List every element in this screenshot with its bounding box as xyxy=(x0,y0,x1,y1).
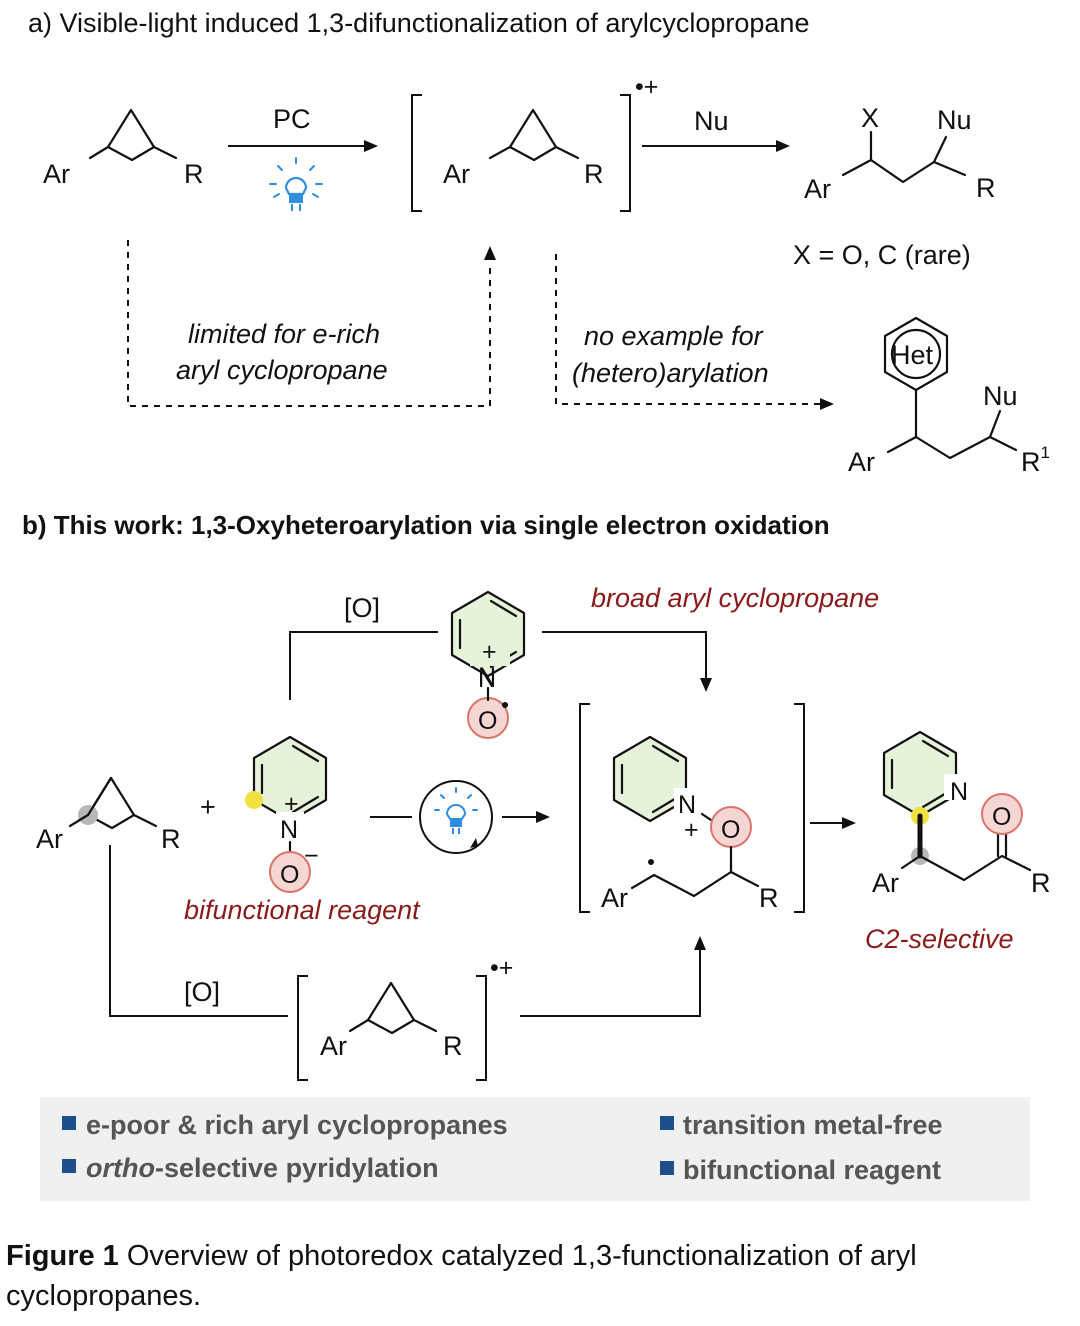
feature-item: bifunctional reagent xyxy=(683,1155,941,1185)
plus-charge: + xyxy=(284,790,299,818)
nitrogen-label: N xyxy=(280,816,298,844)
ar-label: Ar xyxy=(872,868,899,898)
photocatalysis-arrow: PC xyxy=(228,104,378,152)
caption-label: Figure 1 xyxy=(6,1240,119,1272)
svg-text:Figure 1 Overview of photoredo: Figure 1 Overview of photoredox catalyze… xyxy=(6,1240,917,1272)
x-label: X xyxy=(861,103,879,133)
features-panel: e-poor & rich aryl cyclopropanes ortho-s… xyxy=(40,1097,1030,1201)
nu-label: Nu xyxy=(694,106,729,136)
ar-label: Ar xyxy=(443,159,470,189)
r-label: R xyxy=(976,173,996,203)
ar-label: Ar xyxy=(320,1031,347,1061)
limited-pathway: limited for e-rich aryl cyclopropane xyxy=(127,240,496,407)
minus-charge: − xyxy=(304,842,319,870)
radical-cation-sign: •+ xyxy=(635,73,658,101)
o-label: O xyxy=(992,803,1011,831)
no-example-line1: no example for xyxy=(584,321,764,351)
ox-label: [O] xyxy=(184,977,220,1007)
heteroarylated-target: Het Nu Ar R1 xyxy=(848,316,1050,477)
pc-label: PC xyxy=(273,104,311,134)
photo-arrow xyxy=(370,780,550,854)
het-label: Het xyxy=(891,340,934,370)
feature-item: transition metal-free xyxy=(683,1110,943,1140)
radical-cation-a: Ar R •+ xyxy=(411,73,658,212)
ar-label: Ar xyxy=(804,174,831,204)
light-bulb-icon xyxy=(269,157,323,211)
r-label: R xyxy=(759,883,779,913)
r1-label: R1 xyxy=(1021,443,1050,477)
r-label: R xyxy=(1031,868,1051,898)
product-a: X Nu Ar R xyxy=(804,103,996,204)
caption-text: Overview of photoredox catalyzed 1,3-fun… xyxy=(119,1240,917,1272)
oxidation-path-top: [O] broad aryl cyclopropane xyxy=(289,583,879,700)
x-definition: X = O, C (rare) xyxy=(793,240,971,270)
aryl-cyclopropane-a1: Ar R xyxy=(43,108,204,189)
radical-intermediate-b: N + O Ar R xyxy=(579,703,805,913)
nu-label: Nu xyxy=(983,381,1018,411)
product-arrow xyxy=(810,817,856,829)
section-a-title: a) Visible-light induced 1,3-difunctiona… xyxy=(28,8,809,38)
nitrogen-label: N xyxy=(478,663,496,691)
figure-caption: Figure 1 Overview of photoredox catalyze… xyxy=(6,1240,917,1312)
broad-label: broad aryl cyclopropane xyxy=(591,583,879,613)
limited-line2: aryl cyclopropane xyxy=(176,355,388,385)
c2-selective-label: C2-selective xyxy=(865,924,1014,954)
plus-charge: + xyxy=(684,816,699,844)
section-b-title: b) This work: 1,3-Oxyheteroarylation via… xyxy=(22,510,830,540)
nitrogen-label: N xyxy=(950,778,968,806)
pyridine-n-oxide-reagent: N + O − bifunctional reagent xyxy=(184,735,421,925)
n-label: N xyxy=(478,665,496,693)
ar-label: Ar xyxy=(43,159,70,189)
ar-label: Ar xyxy=(36,824,63,854)
oxidation-path-bottom: [O] Ar R •+ xyxy=(109,845,706,1081)
ar-label: Ar xyxy=(601,883,628,913)
no-example-line2: (hetero)arylation xyxy=(572,358,769,388)
feature-item: ortho-selective pyridylation xyxy=(86,1153,439,1183)
r-label: R xyxy=(161,824,181,854)
r-label: R xyxy=(184,159,204,189)
plus-charge: + xyxy=(482,638,497,666)
no-example-pathway: no example for (hetero)arylation xyxy=(555,254,834,410)
aryl-cyclopropane-b1: Ar R xyxy=(36,776,181,854)
limited-line1: limited for e-rich xyxy=(188,319,380,349)
nu-label: Nu xyxy=(937,105,972,135)
ox-label: [O] xyxy=(344,593,380,623)
product-b: N O Ar R C2-selective xyxy=(865,730,1051,954)
feature-item: e-poor & rich aryl cyclopropanes xyxy=(86,1110,508,1140)
light-bulb-icon xyxy=(434,787,478,834)
r-label: R xyxy=(443,1031,463,1061)
bifunctional-label: bifunctional reagent xyxy=(184,895,421,925)
plus-sign: + xyxy=(200,792,216,822)
o-label: O xyxy=(721,816,740,844)
o-label: O xyxy=(478,707,497,735)
caption-text-line2: cyclopropanes. xyxy=(6,1280,201,1312)
nitrogen-label: N xyxy=(678,791,696,819)
nucleophile-arrow: Nu xyxy=(642,106,790,152)
ar-label: Ar xyxy=(848,447,875,477)
radical-cation-sign: •+ xyxy=(490,954,513,982)
r-label: R xyxy=(584,159,604,189)
o-label: O xyxy=(280,861,299,889)
